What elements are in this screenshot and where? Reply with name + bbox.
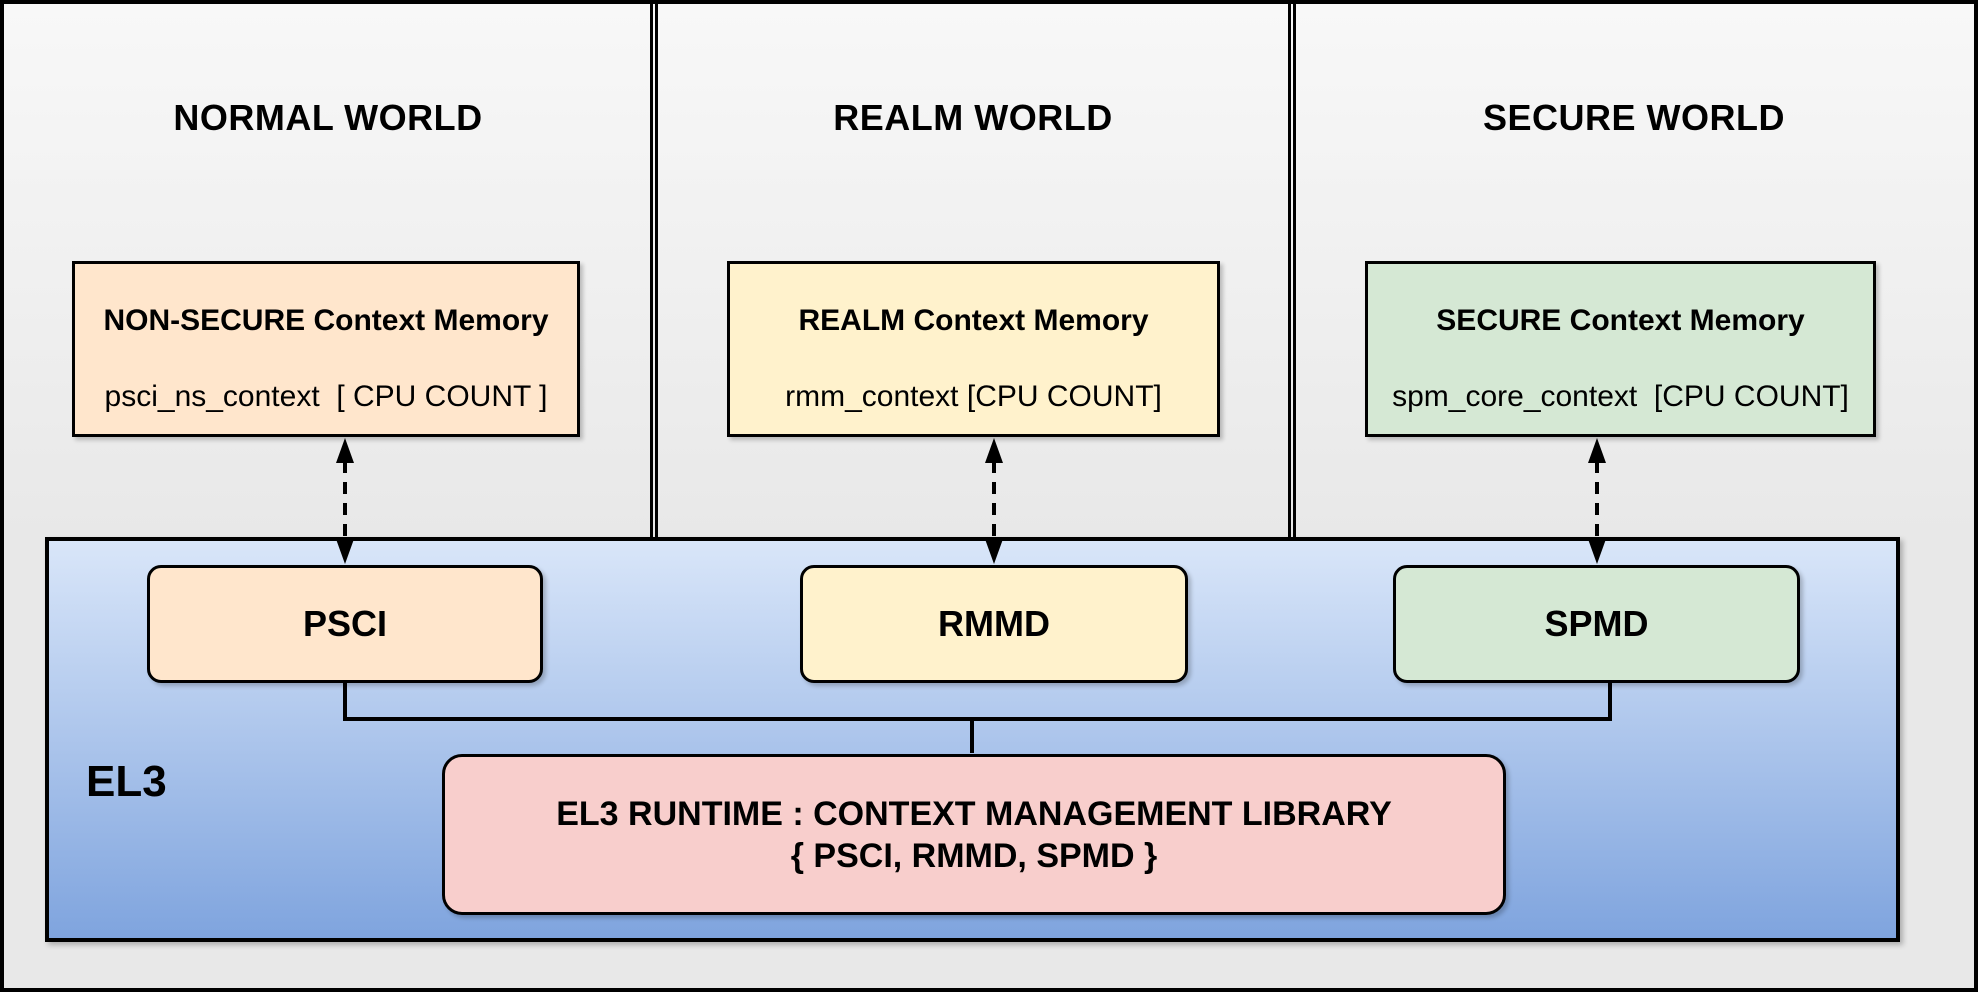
memory-title-realm: REALM Context Memory <box>798 304 1149 337</box>
world-divider-normal-realm <box>650 0 658 539</box>
module-label-psci: PSCI <box>302 603 388 644</box>
memory-box-secure: SECURE Context Memory spm_core_context [… <box>1365 261 1876 437</box>
memory-box-realm: REALM Context Memory rmm_context [CPU CO… <box>727 261 1220 437</box>
world-title-normal: NORMAL WORLD <box>173 97 483 138</box>
module-label-rmmd: RMMD <box>938 603 1050 644</box>
memory-title-secure: SECURE Context Memory <box>1436 304 1805 337</box>
el3-label: EL3 <box>86 757 167 806</box>
world-divider-realm-secure <box>1288 0 1296 539</box>
world-title-secure: SECURE WORLD <box>1483 97 1785 138</box>
memory-code-secure: spm_core_context [CPU COUNT] <box>1392 380 1849 413</box>
module-label-spmd: SPMD <box>1544 603 1649 644</box>
world-title-realm: REALM WORLD <box>833 97 1113 138</box>
runtime-library-box: EL3 RUNTIME : CONTEXT MANAGEMENT LIBRARY… <box>442 754 1506 915</box>
memory-box-non-secure: NON-SECURE Context Memory psci_ns_contex… <box>72 261 580 437</box>
module-box-psci: PSCI <box>147 565 543 683</box>
memory-code-non-secure: psci_ns_context [ CPU COUNT ] <box>104 380 548 413</box>
memory-code-realm: rmm_context [CPU COUNT] <box>785 380 1162 413</box>
runtime-library-line1: EL3 RUNTIME : CONTEXT MANAGEMENT LIBRARY <box>556 794 1392 833</box>
runtime-library-line2: { PSCI, RMMD, SPMD } <box>790 836 1158 875</box>
module-box-rmmd: RMMD <box>800 565 1188 683</box>
module-box-spmd: SPMD <box>1393 565 1800 683</box>
memory-title-non-secure: NON-SECURE Context Memory <box>103 304 549 337</box>
